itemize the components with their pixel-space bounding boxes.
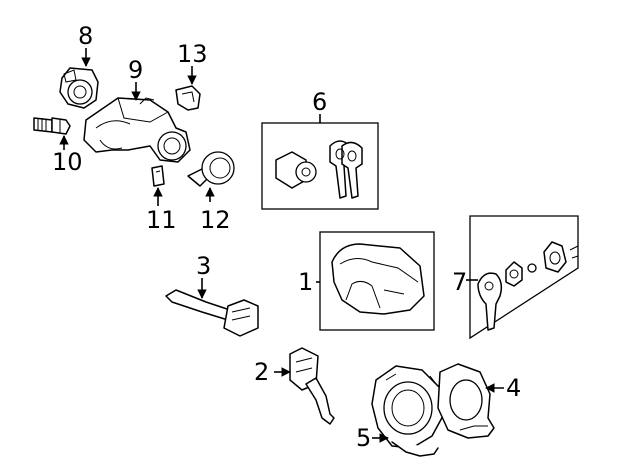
callout-2: 2 xyxy=(254,358,269,386)
part-1-column-cover[interactable] xyxy=(319,231,435,331)
part-8-cylinder-housing[interactable] xyxy=(59,67,99,109)
callout-9: 9 xyxy=(128,56,143,84)
callout-11: 11 xyxy=(146,206,177,234)
part-9-lock-body[interactable] xyxy=(83,97,191,163)
part-6-cylinder-keys[interactable] xyxy=(261,122,379,210)
callout-5: 5 xyxy=(356,424,371,452)
callout-1: 1 xyxy=(298,268,313,296)
part-10-bolt[interactable] xyxy=(33,117,71,135)
callout-13: 13 xyxy=(177,40,208,68)
callout-3: 3 xyxy=(196,252,211,280)
callout-7: 7 xyxy=(452,268,467,296)
callout-12: 12 xyxy=(200,206,231,234)
part-11-switch[interactable] xyxy=(151,165,165,187)
part-7-remote-key[interactable] xyxy=(469,215,579,340)
callout-6: 6 xyxy=(312,88,327,116)
callout-4: 4 xyxy=(506,374,521,402)
part-3-turn-signal-switch[interactable] xyxy=(165,289,259,337)
leader-lines xyxy=(59,48,504,443)
part-4-ring[interactable] xyxy=(437,363,495,439)
part-13-clip[interactable] xyxy=(175,85,201,111)
callout-8: 8 xyxy=(78,22,93,50)
part-5-spiral-cable[interactable] xyxy=(371,365,445,457)
callouts: 8 9 13 10 11 12 6 1 7 3 2 4 5 xyxy=(52,22,521,452)
part-2-wiper-switch[interactable] xyxy=(289,347,335,425)
part-12-ring-cover[interactable] xyxy=(187,151,235,187)
callout-10: 10 xyxy=(52,148,83,176)
